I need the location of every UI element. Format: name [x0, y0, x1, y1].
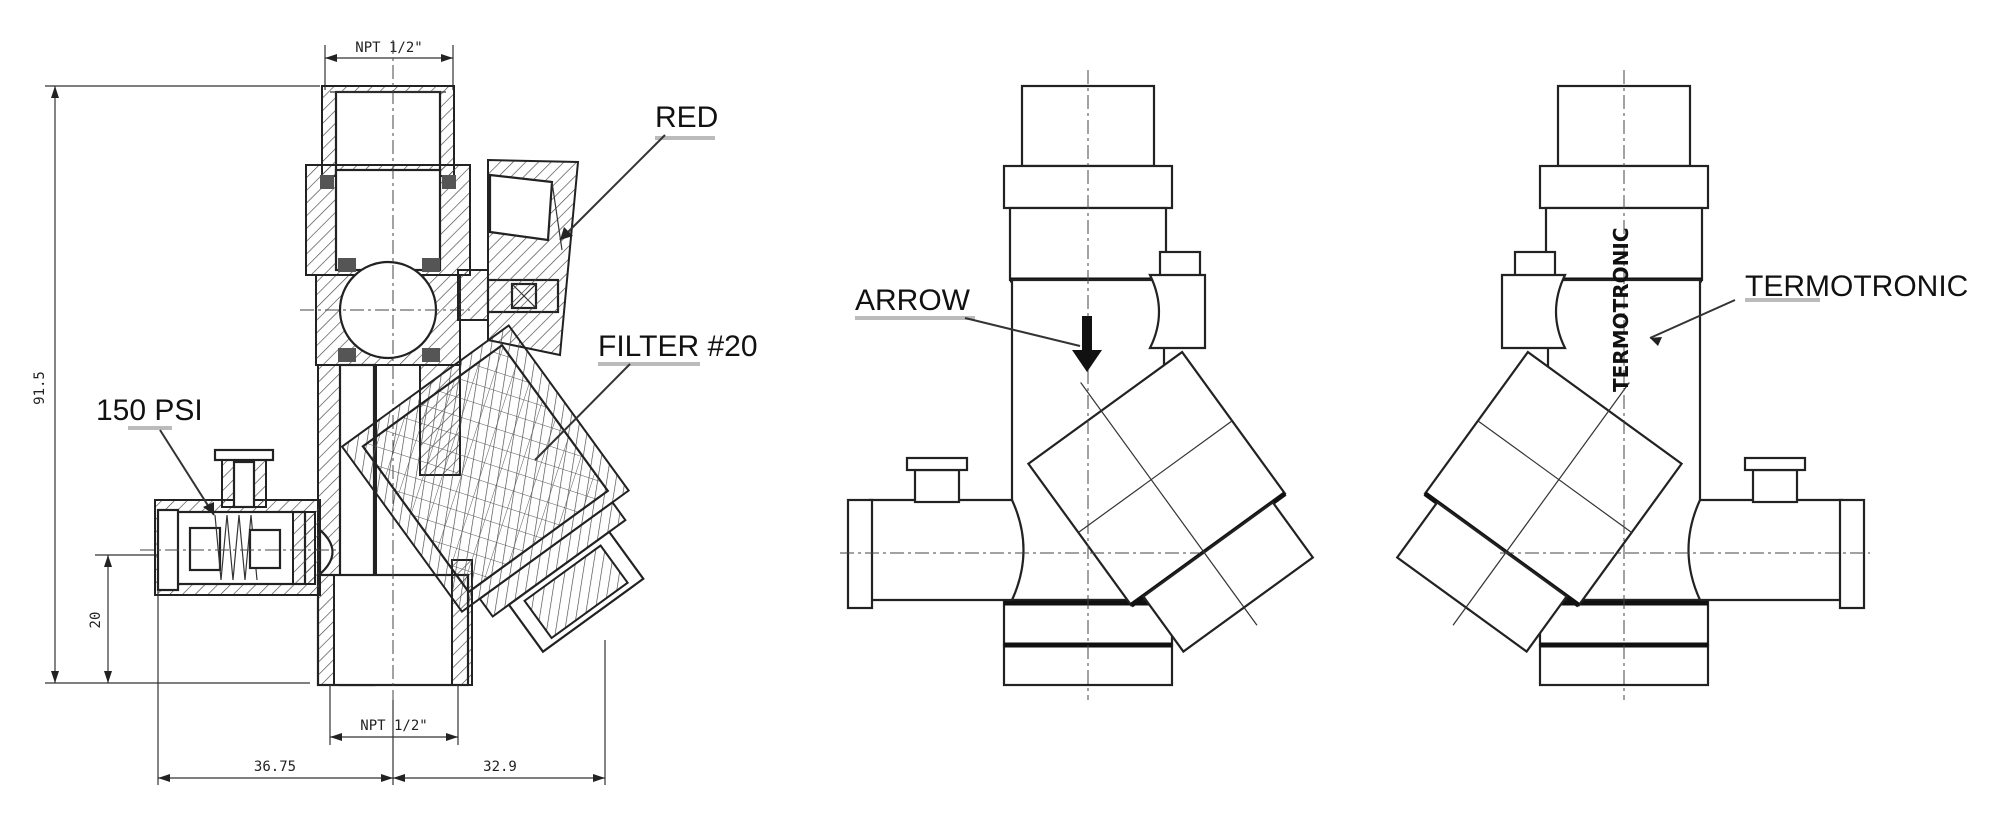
top-thread-dimension: NPT 1/2" — [324, 40, 454, 90]
callout-psi: 150 PSI — [96, 394, 215, 516]
filter-mesh — [361, 343, 610, 594]
bottom-thread-label: NPT 1/2" — [360, 718, 427, 734]
red-handle — [457, 158, 580, 357]
front-view: ARROW — [840, 70, 1315, 700]
back-side-port — [1687, 498, 1844, 602]
callout-red-label: RED — [655, 101, 718, 134]
back-view: TERMOTRONIC TERMOTRONIC — [1395, 70, 1968, 700]
overall-height-dimension: 91.5 — [32, 85, 320, 684]
callout-red: RED — [559, 101, 718, 241]
width-dimensions: 36.75 32.9 — [157, 590, 606, 785]
pressure-relief-valve — [140, 448, 340, 596]
callout-termotronic-label: TERMOTRONIC — [1745, 270, 1968, 303]
callout-arrow-label: ARROW — [855, 284, 971, 317]
section-view: NPT 1/2" 91.5 20 — [32, 40, 758, 785]
side-height-dimension: 20 — [88, 554, 158, 683]
filter-housing — [340, 324, 645, 654]
callout-arrow: ARROW — [855, 284, 1081, 347]
body-marking-text: TERMOTRONIC — [1609, 227, 1633, 392]
callout-filter: FILTER #20 — [534, 330, 758, 461]
side-height-label: 20 — [88, 612, 104, 629]
callout-filter-label: FILTER #20 — [598, 330, 758, 363]
callout-termotronic: TERMOTRONIC — [1649, 270, 1968, 346]
bottom-thread-dimension: NPT 1/2" — [329, 685, 459, 745]
top-thread-label: NPT 1/2" — [355, 40, 422, 56]
callout-psi-label: 150 PSI — [96, 394, 203, 427]
front-side-port — [868, 498, 1025, 602]
right-width-label: 32.9 — [483, 759, 517, 775]
flow-arrow-icon — [1072, 350, 1102, 372]
left-width-label: 36.75 — [254, 759, 296, 775]
overall-height-label: 91.5 — [32, 371, 48, 405]
